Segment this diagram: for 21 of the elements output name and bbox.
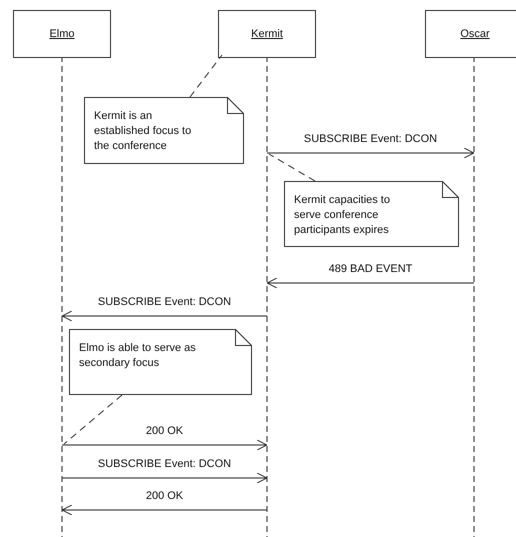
- leader-line: [268, 154, 316, 182]
- message-arrow: [266, 148, 474, 158]
- message-label: SUBSCRIBE Event: DCON: [98, 295, 232, 309]
- message-arrow: [62, 440, 268, 450]
- note-text: Elmo is able to serve as secondary focus: [79, 341, 197, 371]
- leader-line: [190, 54, 222, 98]
- message-arrow: [62, 504, 268, 516]
- note-text: Kermit is an established focus to the conference: [94, 109, 192, 154]
- note-text: Kermit capacities to serve conference participants expires: [294, 193, 391, 238]
- message-arrow: [266, 278, 474, 288]
- message-label: 489 BAD EVENT: [328, 262, 412, 276]
- message-arrow: [62, 310, 268, 322]
- message-label: 200 OK: [146, 489, 184, 503]
- message-label: 200 OK: [146, 424, 184, 438]
- participant-name: Elmo: [49, 28, 75, 40]
- message-label: SUBSCRIBE Event: DCON: [98, 457, 232, 471]
- participant-name: Kermit: [251, 28, 283, 40]
- message-label: SUBSCRIBE Event: DCON: [304, 132, 438, 146]
- leader-line: [64, 394, 122, 444]
- message-arrow: [62, 472, 268, 484]
- participant-name: Oscar: [460, 28, 490, 40]
